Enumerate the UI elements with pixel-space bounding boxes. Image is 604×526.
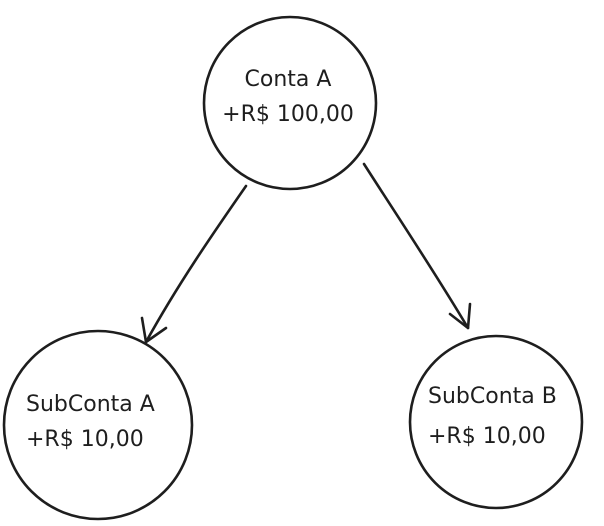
node-conta-a[interactable]: Conta A +R$ 100,00 <box>202 15 378 191</box>
arrowhead-icon <box>448 302 472 330</box>
node-name: SubConta B <box>428 384 557 409</box>
node-name: SubConta A <box>26 392 155 417</box>
node-name: Conta A <box>245 67 332 92</box>
node-subconta-a[interactable]: SubConta A +R$ 10,00 <box>2 329 194 521</box>
edge-line <box>144 184 248 344</box>
node-amount: +R$ 10,00 <box>428 424 546 449</box>
edge-conta-a-to-subconta-a <box>140 184 248 344</box>
node-amount: +R$ 10,00 <box>26 427 144 452</box>
edge-conta-a-to-subconta-b <box>362 162 472 330</box>
node-subconta-b[interactable]: SubConta B +R$ 10,00 <box>408 334 584 510</box>
node-circle <box>202 15 378 191</box>
arrowhead-icon <box>140 316 168 344</box>
node-circle <box>2 329 194 521</box>
node-amount: +R$ 100,00 <box>222 102 354 127</box>
node-circle <box>408 334 584 510</box>
edge-line <box>362 162 470 330</box>
